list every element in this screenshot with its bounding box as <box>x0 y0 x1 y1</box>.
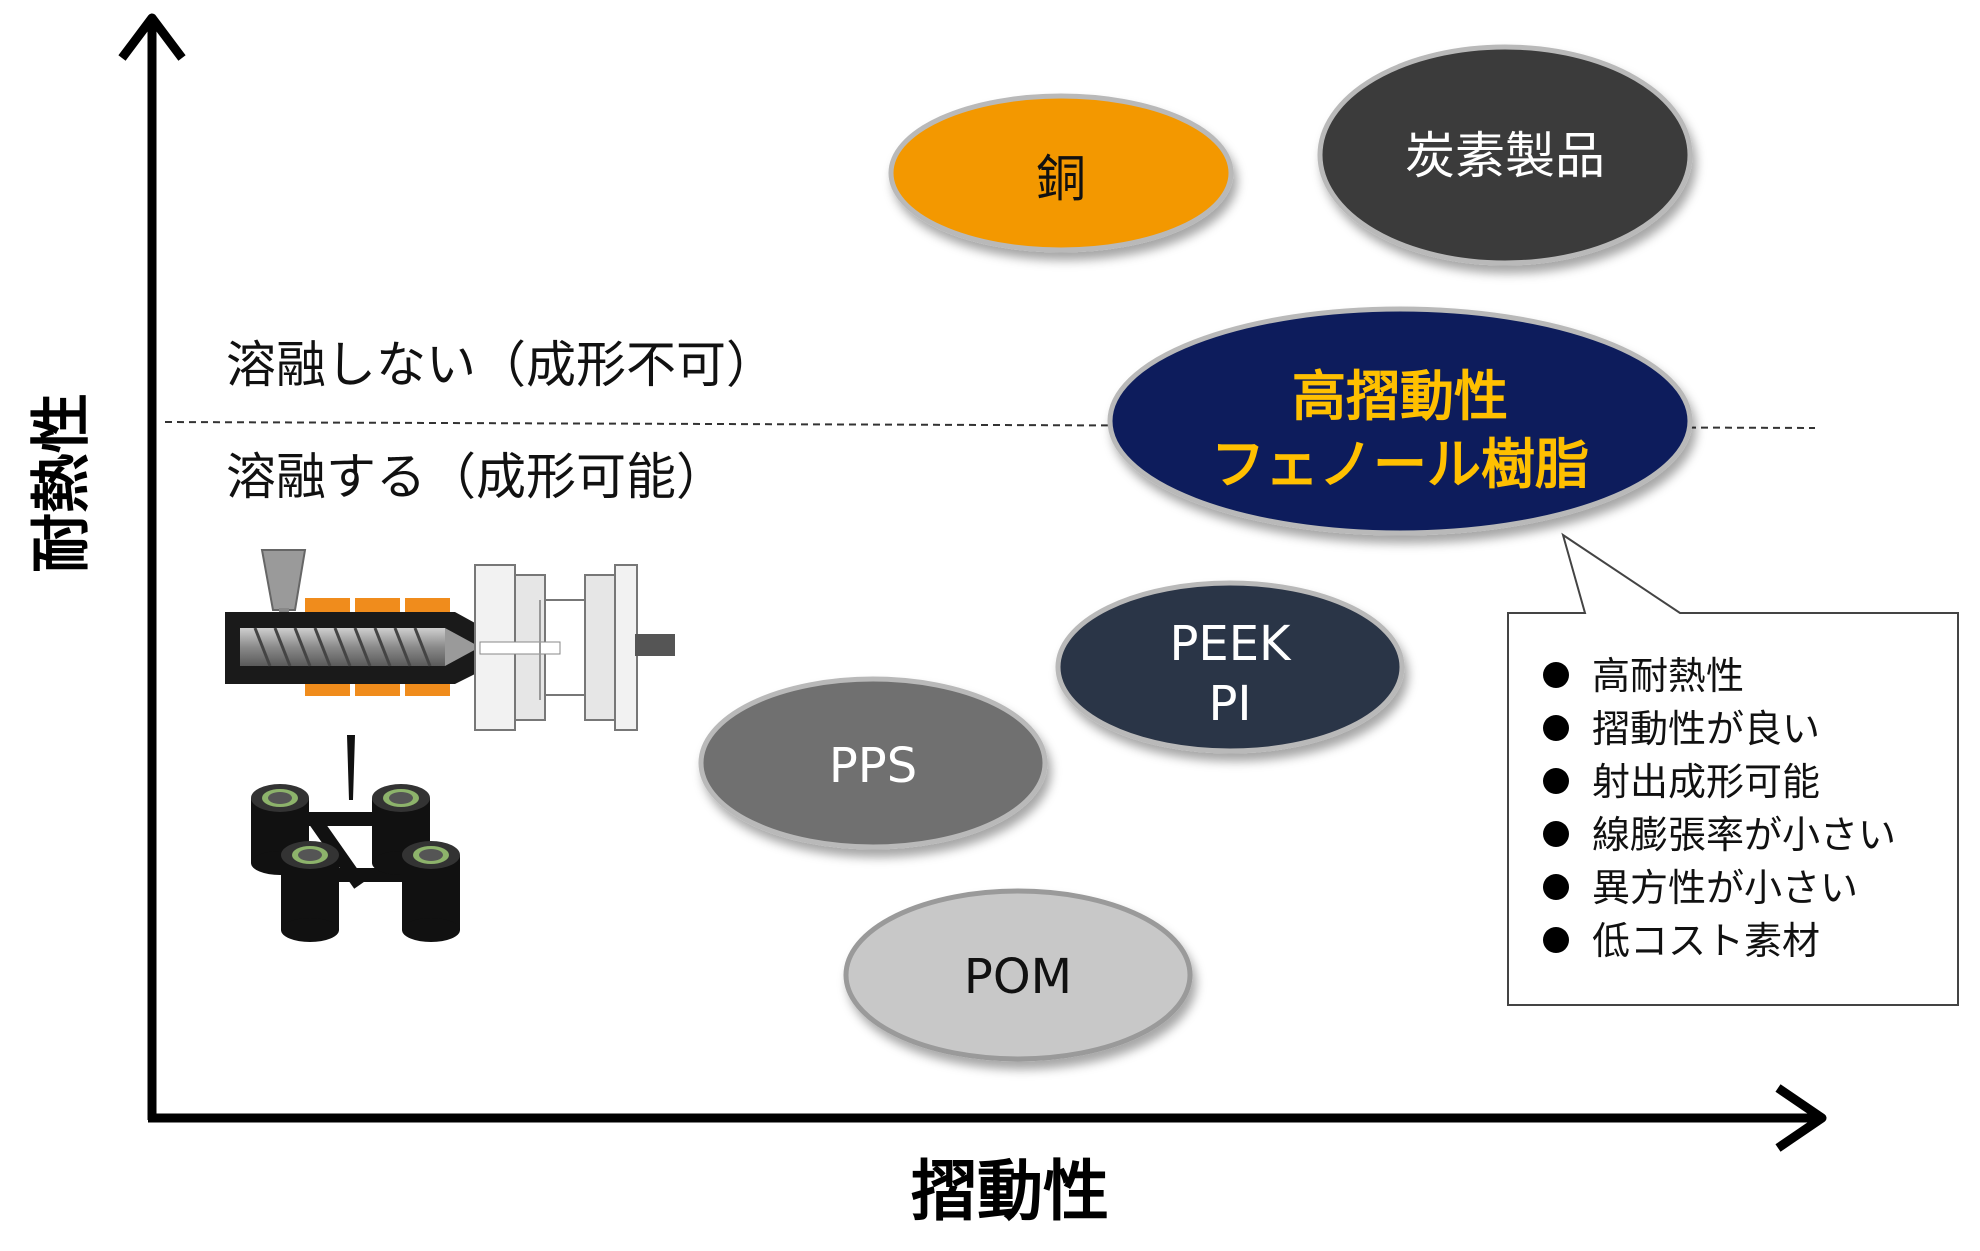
x-axis <box>148 1084 1827 1152</box>
copper-bubble <box>888 93 1234 253</box>
material-pps <box>698 676 1048 850</box>
material-carbon <box>1317 44 1693 266</box>
carbon-bubble <box>1317 44 1693 266</box>
zone-label-melt: 溶融する（成形可能） <box>226 448 726 506</box>
bullet-icon <box>1543 715 1569 741</box>
y-axis <box>118 13 186 1120</box>
phenolic-label-line2: フェノール樹脂 <box>1211 433 1589 496</box>
bullet-icon <box>1543 874 1569 900</box>
zone-label-no-melt: 溶融しない（成形不可） <box>226 336 776 394</box>
feature-item: 線膨張率が小さい <box>1592 813 1896 857</box>
feature-item: 異方性が小さい <box>1592 866 1858 910</box>
peek-label-line1: PEEK <box>1169 616 1292 672</box>
pom-label: POM <box>964 949 1072 1005</box>
peek-bubble <box>1055 580 1405 754</box>
material-copper <box>888 93 1234 253</box>
feature-callout <box>1507 532 1959 1006</box>
feature-item: 射出成形可能 <box>1592 760 1820 804</box>
bullet-icon <box>1543 821 1569 847</box>
feature-item: 高耐熱性 <box>1592 654 1744 698</box>
pps-label: PPS <box>829 738 917 794</box>
peek-label-line2: PI <box>1208 676 1251 732</box>
material-phenolic <box>1107 306 1693 536</box>
material-pom <box>843 888 1193 1062</box>
molded-part-icon <box>251 735 460 942</box>
phenolic-bubble <box>1107 306 1693 536</box>
material-peek <box>1055 580 1405 754</box>
copper-label: 銅 <box>1036 150 1086 208</box>
bullet-icon <box>1543 662 1569 688</box>
injection-molding-machine-icon <box>225 549 675 731</box>
pps-bubble <box>698 676 1048 850</box>
y-axis-label: 耐熱性 <box>27 393 97 573</box>
bullet-icon <box>1543 927 1569 953</box>
bullet-icon <box>1543 768 1569 794</box>
phenolic-label-line1: 高摺動性 <box>1292 365 1508 428</box>
pom-bubble <box>843 888 1193 1062</box>
feature-item: 低コスト素材 <box>1592 919 1820 963</box>
feature-item: 摺動性が良い <box>1592 707 1820 751</box>
carbon-label: 炭素製品 <box>1405 127 1605 185</box>
feature-list: 高耐熱性 摺動性が良い 射出成形可能 線膨張率が小さい 異方性が小さい 低コスト… <box>1543 654 1896 963</box>
x-axis-label: 摺動性 <box>911 1153 1109 1230</box>
